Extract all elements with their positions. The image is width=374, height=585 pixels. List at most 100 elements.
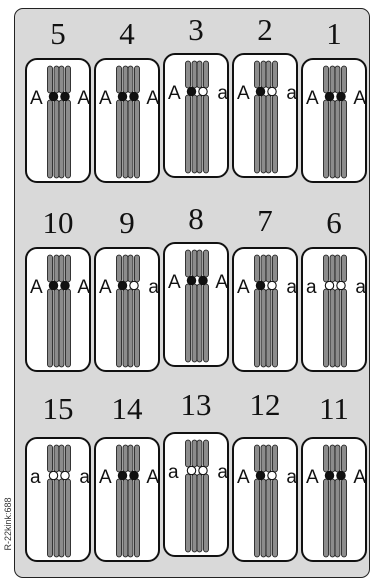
allele-left: A: [306, 467, 319, 488]
cell-number: 13: [163, 389, 229, 420]
chromatid-arm-upper: [128, 255, 133, 282]
chromatid-arm-lower: [192, 474, 197, 552]
chromatid-arm-upper: [261, 255, 266, 282]
chromatid-arm-lower: [135, 289, 140, 367]
centromere-right: [337, 471, 345, 479]
allele-right: A: [146, 467, 159, 488]
centromere-right: [61, 92, 69, 100]
chromatid-arm-upper: [197, 250, 202, 277]
centromere-left: [118, 471, 126, 479]
chromatid-arm-upper: [335, 255, 340, 282]
cell-number: 14: [94, 393, 160, 424]
centromere-left: [325, 281, 333, 289]
chromatid-arm-lower: [128, 100, 133, 178]
chromatid-arm-lower: [324, 479, 329, 557]
chromatid-arm-upper: [255, 445, 260, 472]
chromatid-arm-upper: [330, 255, 335, 282]
chromatid-arm-upper: [117, 445, 122, 472]
chromatid-arm-lower: [117, 479, 122, 557]
allele-left: A: [168, 272, 181, 293]
allele-right: A: [215, 272, 228, 293]
chromatid-arm-upper: [204, 250, 209, 277]
allele-right: A: [353, 88, 366, 109]
chromatid-arm-lower: [335, 289, 340, 367]
centromere-right: [199, 87, 207, 95]
centromere-left: [187, 466, 195, 474]
chromatid-arm-upper: [273, 445, 278, 472]
centromere-left: [256, 87, 264, 95]
chromatid-arm-lower: [186, 284, 191, 362]
chromatid-arm-lower: [273, 289, 278, 367]
chromatid-arm-lower: [204, 95, 209, 173]
chromatid-arm-upper: [186, 61, 191, 88]
chromatid-arm-upper: [66, 445, 71, 472]
centromere-right: [61, 281, 69, 289]
side-label: R-22kink:688: [3, 476, 13, 572]
chromatid-arm-upper: [335, 66, 340, 93]
chromatid-arm-upper: [59, 445, 64, 472]
chromatid-arm-upper: [186, 250, 191, 277]
chromatid-arm-lower: [186, 474, 191, 552]
chromatid-arm-lower: [197, 95, 202, 173]
centromere-left: [187, 276, 195, 284]
centromere-right: [130, 92, 138, 100]
centromere-right: [337, 281, 345, 289]
cell-number: 10: [25, 207, 91, 238]
chromatid-arm-lower: [117, 100, 122, 178]
chromatid-arm-upper: [266, 445, 271, 472]
chromatid-arm-lower: [128, 289, 133, 367]
chromatid-arm-lower: [266, 95, 271, 173]
chromatid-arm-upper: [273, 255, 278, 282]
allele-right: a: [217, 462, 228, 483]
cell-number: 2: [232, 14, 298, 45]
chromatid-arm-upper: [135, 255, 140, 282]
allele-right: a: [217, 83, 228, 104]
centromere-right: [268, 87, 276, 95]
chromatid-arm-lower: [48, 289, 53, 367]
chromatid-arm-lower: [186, 95, 191, 173]
centromere-left: [256, 281, 264, 289]
chromatid-arm-upper: [54, 66, 59, 93]
allele-left: a: [168, 462, 179, 483]
chromatid-arm-upper: [192, 250, 197, 277]
chromatid-arm-lower: [330, 100, 335, 178]
chromatid-arm-upper: [197, 440, 202, 467]
chromatid-arm-upper: [324, 66, 329, 93]
centromere-left: [118, 281, 126, 289]
chromatid-arm-lower: [48, 100, 53, 178]
chromatid-arm-lower: [342, 479, 347, 557]
chromatid-arm-upper: [324, 445, 329, 472]
allele-left: A: [168, 83, 181, 104]
chromatid-arm-upper: [255, 255, 260, 282]
cell-number: 15: [25, 393, 91, 424]
chromatid-arm-upper: [192, 61, 197, 88]
chromatid-arm-upper: [266, 61, 271, 88]
centromere-right: [268, 471, 276, 479]
allele-right: a: [286, 83, 297, 104]
chromatid-arm-upper: [135, 66, 140, 93]
centromere-right: [337, 92, 345, 100]
chromatid-arm-upper: [330, 66, 335, 93]
chromatid-arm-upper: [261, 445, 266, 472]
chromatid-arm-upper: [197, 61, 202, 88]
allele-left: A: [30, 88, 43, 109]
allele-right: a: [286, 277, 297, 298]
centromere-left: [325, 471, 333, 479]
